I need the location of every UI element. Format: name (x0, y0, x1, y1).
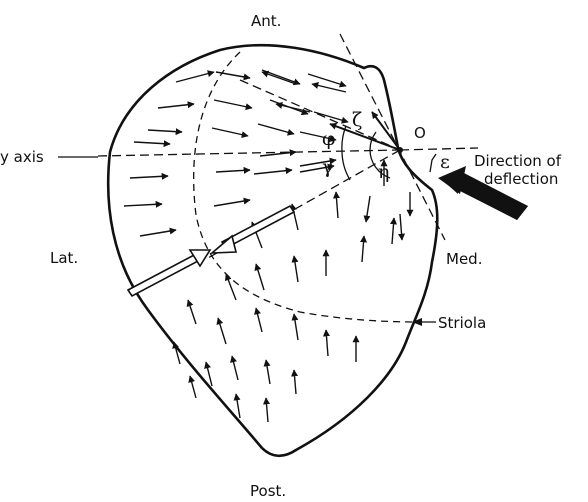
macula-outline (108, 45, 437, 456)
hair-cell-arrow (294, 314, 298, 340)
hair-cell-arrow (190, 376, 196, 398)
hair-cell-arrow (158, 104, 194, 108)
hair-cell-arrow (262, 70, 300, 84)
hair-cell-arrow (362, 236, 364, 262)
lateral-label: Lat. (50, 249, 78, 267)
hair-cell-arrow (294, 370, 296, 394)
hair-cell-arrow (256, 264, 264, 290)
direction-label-line2: deflection (484, 170, 558, 188)
hair-cell-arrow (236, 394, 240, 418)
open-arrow-lower (128, 250, 210, 296)
posterior-label: Post. (250, 482, 286, 500)
hair-cell-arrow (366, 196, 370, 222)
hair-cell-arrow (312, 84, 346, 92)
striola-label: Striola (438, 314, 486, 332)
origin-label: O (414, 124, 426, 142)
hair-cell-arrow (232, 356, 238, 380)
anterior-label: Ant. (251, 12, 281, 30)
zeta-symbol: ζ (352, 109, 362, 131)
hair-cell-arrow (226, 274, 236, 300)
angle-marker-epsilon (430, 154, 436, 172)
hair-cell-arrow (326, 330, 328, 356)
y-axis-line (98, 150, 400, 156)
hair-cell-arrow (174, 342, 180, 364)
hair-cell-arrow (188, 300, 196, 324)
gamma-symbol: γ (322, 156, 333, 178)
hair-cell-arrow (392, 218, 394, 244)
hair-cell-arrow (256, 308, 262, 332)
eta-symbol: η (378, 161, 389, 183)
hair-cell-arrow (260, 152, 296, 156)
hair-cell-arrow (266, 398, 268, 422)
hair-cell-arrow (400, 214, 402, 240)
hair-cell-arrow (258, 124, 294, 134)
hair-cell-arrow (336, 192, 338, 218)
hair-cell-arrow (130, 176, 168, 178)
hair-cell-arrow (176, 72, 214, 82)
hair-cell-arrow (212, 128, 248, 136)
hair-cell-arrow (218, 318, 226, 344)
y-axis-label: y axis (0, 148, 44, 166)
direction-label-line1: Direction of (474, 152, 562, 170)
angle-arc-gamma (342, 151, 350, 180)
origin-point (397, 147, 403, 153)
hair-cell-arrow (124, 204, 162, 206)
hair-cell-arrow (254, 170, 292, 174)
epsilon-symbol: ε (440, 151, 450, 173)
hair-cell-arrow (140, 230, 176, 236)
reference-line-upper (340, 34, 445, 240)
phi-symbol: φ (322, 128, 335, 150)
hair-cell-arrow (214, 200, 250, 206)
hair-cell-arrow (294, 256, 298, 282)
hair-cell-arrow (134, 142, 170, 144)
reference-line-phi (240, 80, 400, 150)
hair-cell-arrow (216, 170, 250, 172)
hair-cell-arrow (148, 130, 182, 132)
open-arrow-upper (212, 206, 294, 253)
hair-cell-arrow (262, 72, 296, 84)
hair-cell-arrows (124, 70, 410, 422)
medial-label: Med. (446, 250, 482, 268)
hair-cell-arrow (266, 360, 270, 384)
reference-line-epsilon (400, 148, 478, 150)
hair-cell-arrow (214, 100, 252, 108)
